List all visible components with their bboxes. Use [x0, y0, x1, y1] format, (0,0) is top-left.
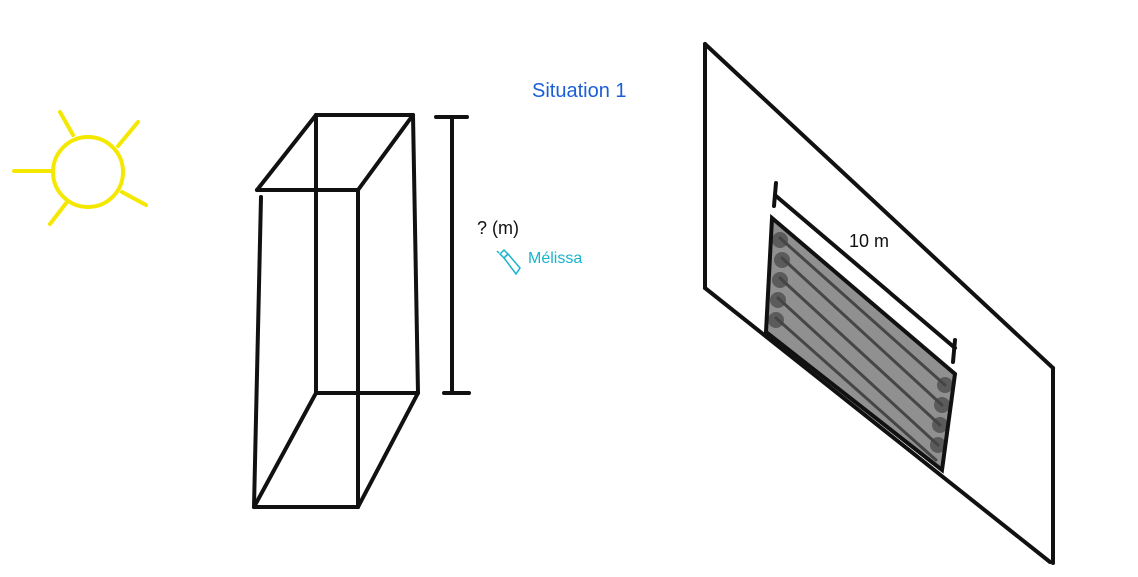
length-label: 10 m: [849, 231, 890, 251]
diagram-title: Situation 1: [532, 80, 627, 102]
author-cursor-label: Mélissa: [528, 250, 583, 267]
solar-collector-panel: [763, 213, 958, 474]
sun-icon: [12, 110, 148, 226]
roof-plane: [703, 42, 1055, 565]
highlighter-icon: [496, 248, 521, 276]
height-label: ? (m): [477, 218, 519, 238]
length-dimension-line: [772, 181, 957, 364]
building-box-drawing: [252, 113, 420, 509]
height-dimension-line: [434, 115, 471, 395]
